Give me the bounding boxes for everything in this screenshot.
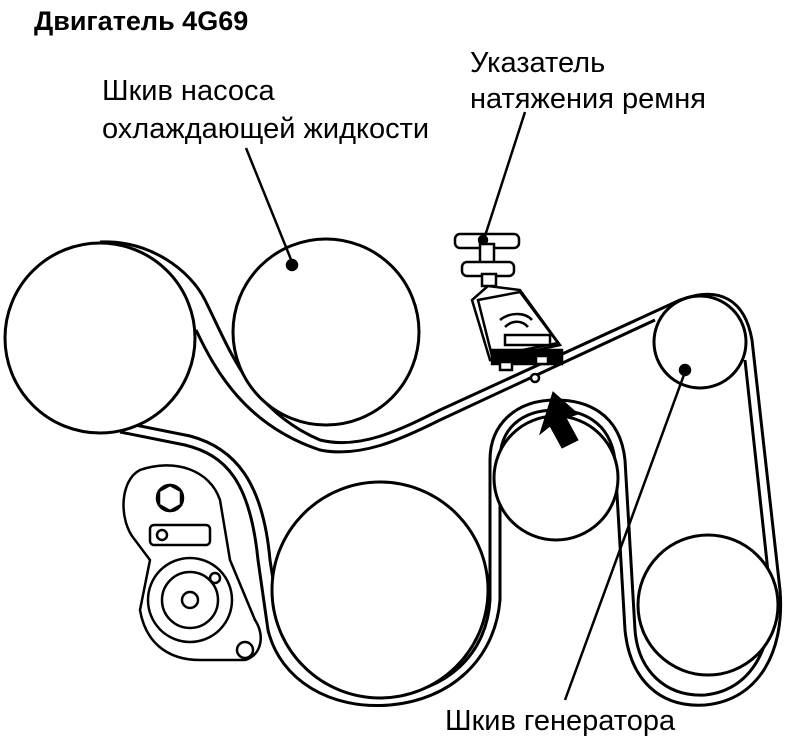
press-arrow-icon	[539, 391, 579, 449]
label-gauge-line1: Указатель	[470, 47, 606, 79]
label-water-pump-line1: Шкив насоса	[102, 75, 275, 107]
auto-tensioner	[122, 464, 262, 662]
label-gauge-line2: натяжения ремня	[470, 83, 706, 115]
ac-compressor-pulley	[636, 533, 780, 677]
label-water-pump-line2: охлаждающей жидкости	[102, 113, 430, 145]
leader-lines	[244, 111, 692, 701]
belt-tension-gauge	[453, 232, 564, 384]
water-pump-pulley	[231, 237, 421, 427]
crankshaft-pulley	[3, 241, 197, 435]
alternator-pulley	[652, 294, 748, 390]
power-steering-pulley	[270, 480, 490, 700]
label-alternator: Шкив генератора	[445, 705, 676, 737]
diagram-title: Двигатель 4G69	[34, 6, 249, 36]
